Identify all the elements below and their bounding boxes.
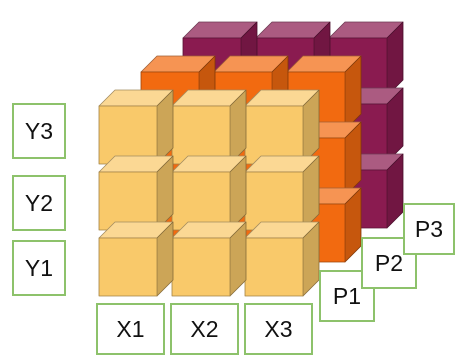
cube-front-face <box>171 237 231 297</box>
front-cube <box>244 221 320 297</box>
p3-label: P3 <box>403 203 455 255</box>
front-cube <box>171 89 247 165</box>
cube-front-face <box>171 171 231 231</box>
front-cube <box>244 155 320 231</box>
cube-front-face <box>244 171 304 231</box>
y2-label: Y2 <box>12 175 66 231</box>
front-cube <box>171 221 247 297</box>
front-cube <box>244 89 320 165</box>
cube-front-face <box>244 105 304 165</box>
cube-front-face <box>98 237 158 297</box>
front-cube <box>171 155 247 231</box>
cube-front-face <box>171 105 231 165</box>
p2-label: P2 <box>361 237 417 289</box>
cube-front-face <box>98 105 158 165</box>
front-cube <box>98 155 174 231</box>
cube-front-face <box>98 171 158 231</box>
x3-label: X3 <box>244 303 313 355</box>
x2-label: X2 <box>170 303 239 355</box>
front-layer <box>98 89 320 297</box>
cube-front-face <box>244 237 304 297</box>
y3-label: Y3 <box>12 103 66 159</box>
front-cube <box>98 89 174 165</box>
x1-label: X1 <box>96 303 165 355</box>
front-cube <box>98 221 174 297</box>
y1-label: Y1 <box>12 240 66 296</box>
